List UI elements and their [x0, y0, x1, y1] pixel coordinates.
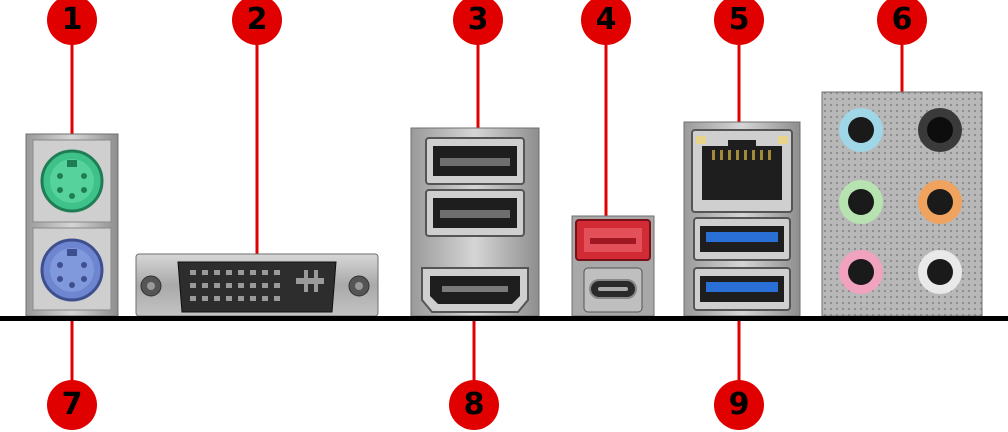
ps2-port-stack	[25, 133, 119, 317]
ps2-keyboard-port	[40, 149, 104, 213]
callout-badge-9: 9	[714, 380, 764, 430]
callout-badge-1: 1	[47, 0, 97, 45]
callout-badge-5: 5	[714, 0, 764, 45]
callout-badge-7: 7	[47, 380, 97, 430]
callout-badge-8: 8	[449, 380, 499, 430]
usb-2-hdmi-stack	[410, 127, 540, 317]
usb-2-ports	[425, 137, 525, 237]
callout-leader-lines	[70, 45, 904, 385]
ps2-mouse-port	[40, 238, 104, 302]
callout-badge-3: 3	[453, 0, 503, 45]
usb-type-a-and-type-c-ports	[571, 215, 655, 317]
baseline	[0, 316, 1008, 321]
lan-port	[691, 129, 793, 213]
callout-badge-2: 2	[232, 0, 282, 45]
callout-badge-4: 4	[581, 0, 631, 45]
audio-jacks	[821, 91, 983, 317]
usb-3-ports	[693, 217, 791, 311]
dvi-port	[135, 253, 379, 317]
hdmi-port	[421, 267, 529, 313]
callout-badge-6: 6	[877, 0, 927, 45]
lan-usb-3-stack	[683, 121, 801, 317]
